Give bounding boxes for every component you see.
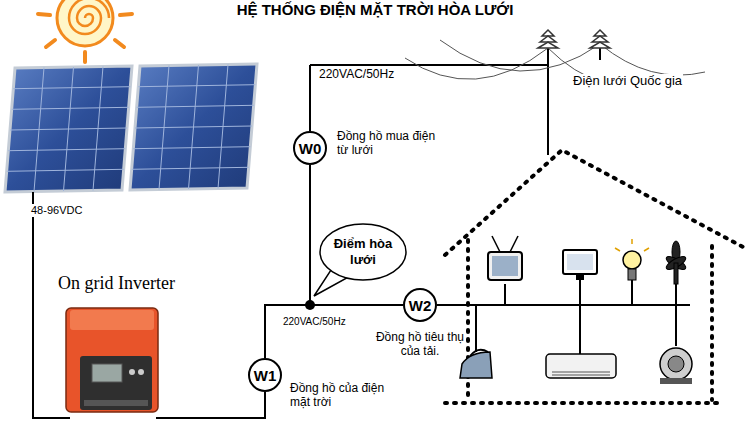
dc-wire-part (33, 192, 70, 418)
monitor-icon-part (563, 250, 597, 274)
meter-circle: W0Đồng hồ mua điện từ lưới (293, 131, 327, 165)
insulator-symbol-part (592, 36, 608, 42)
text-label: 220VAC/50Hz (282, 316, 347, 328)
bulb-icon-part-part (615, 248, 620, 251)
meter-name: W1 (254, 367, 277, 384)
text-label: 220VAC/50Hz (318, 68, 395, 82)
sun-icon-part-part (46, 40, 55, 47)
grid-lines-part (600, 44, 705, 75)
tv-icon (488, 236, 522, 280)
ac-wires (156, 30, 690, 418)
insulator-symbol (538, 30, 610, 48)
inverter-icon-part (66, 308, 158, 412)
monitor-icon (563, 250, 597, 280)
ac-wires-part (579, 280, 581, 305)
ac-wires-part (475, 305, 477, 352)
motor-icon-part (660, 378, 692, 384)
bulb-icon-part (623, 251, 641, 269)
inverter-icon-part (80, 356, 152, 410)
inverter-icon-part (70, 310, 154, 330)
house-outline-part (445, 401, 720, 405)
ac-wires-part (675, 305, 677, 346)
bulb-icon-part (615, 239, 649, 251)
inverter-icon-part (138, 369, 144, 375)
air-conditioner-icon-part (552, 375, 610, 376)
grid-lines-part (405, 48, 548, 79)
text-label: Điện lưới Quốc gia (572, 74, 683, 89)
iron-icon (460, 350, 492, 378)
tv-icon-part (488, 252, 522, 280)
meter-caption: Đồng hồ tiêu thụ của tải. (372, 330, 468, 359)
meter-caption: Đồng hồ mua điện từ lưới (337, 129, 441, 158)
insulator-symbol-part (538, 42, 558, 48)
ac-wires-part (437, 304, 690, 306)
insulator-symbol-part (540, 36, 556, 42)
tv-icon-part (492, 256, 518, 276)
monitor-icon-part (576, 274, 584, 280)
bulb-icon-part (628, 269, 636, 280)
meter-circle: W2Đồng hồ tiêu thụ của tải. (403, 288, 437, 322)
house-outline-part (445, 150, 745, 255)
fan-icon-part (674, 263, 678, 284)
ac-wires-part (504, 284, 506, 305)
tv-icon-part (510, 236, 518, 252)
motor-icon (660, 348, 692, 384)
meter-name: W2 (409, 297, 432, 314)
air-conditioner-icon-part (552, 372, 610, 373)
bulb-icon-part-part (631, 239, 633, 244)
bulb-icon-part-part (644, 248, 649, 251)
motor-icon-part (668, 356, 684, 372)
sun-icon-part-part (115, 40, 124, 47)
iron-icon-part (460, 352, 492, 378)
meter-circle: W1Đồng hồ của điện mặt trời (248, 358, 282, 392)
callout-seam (336, 266, 349, 274)
text-label: On grid Inverter (57, 273, 176, 294)
dc-wire (33, 192, 70, 418)
grid-lines-part (440, 40, 600, 71)
diagram-title: HỆ THỐNG ĐIỆN MẶT TRỜI HÒA LƯỚI (0, 1, 750, 18)
sun-icon-part (57, 0, 113, 46)
air-conditioner-icon-part (546, 354, 616, 378)
ac-wires-part (579, 305, 581, 354)
sun-icon-part (69, 0, 109, 34)
bulb-icon (615, 239, 649, 280)
sun-icon-part-part (83, 52, 87, 62)
ac-wires-part (675, 284, 677, 305)
sun-icon-part-part (120, 14, 132, 15)
meter-name: W0 (299, 140, 322, 157)
meter-caption: Đồng hồ của điện mặt trời (290, 381, 402, 410)
ac-wires-part (631, 280, 633, 305)
solar-panels-part (130, 64, 257, 190)
ac-wires-part (310, 64, 548, 66)
inverter-icon-part (84, 400, 148, 406)
callout-text: Điểm hòa lưới (332, 236, 394, 267)
solar-panels-part (5, 66, 132, 192)
solar-panels (5, 64, 257, 192)
text-label: 48-96VDC (30, 204, 83, 217)
fan-icon (664, 241, 687, 284)
sun-icon-part (38, 0, 132, 62)
sun-icon (38, 0, 132, 62)
insulator-symbol-part (590, 42, 610, 48)
inverter-icon (66, 308, 158, 412)
ac-wires-part (156, 392, 265, 418)
callout-bubble: Điểm hòa lưới (318, 222, 408, 282)
air-conditioner-icon (546, 354, 616, 378)
house-outline-part (710, 246, 714, 400)
inverter-icon-part (92, 364, 122, 382)
iron-icon-part (470, 350, 488, 356)
motor-icon-part (660, 348, 692, 380)
ac-wires-part (309, 65, 311, 131)
callout-ellipse (320, 224, 406, 280)
monitor-icon-part (567, 254, 593, 270)
sun-icon-part-part (38, 14, 50, 15)
tv-icon-part (492, 236, 500, 252)
inverter-icon-part (129, 369, 135, 375)
house-outline (445, 150, 745, 403)
